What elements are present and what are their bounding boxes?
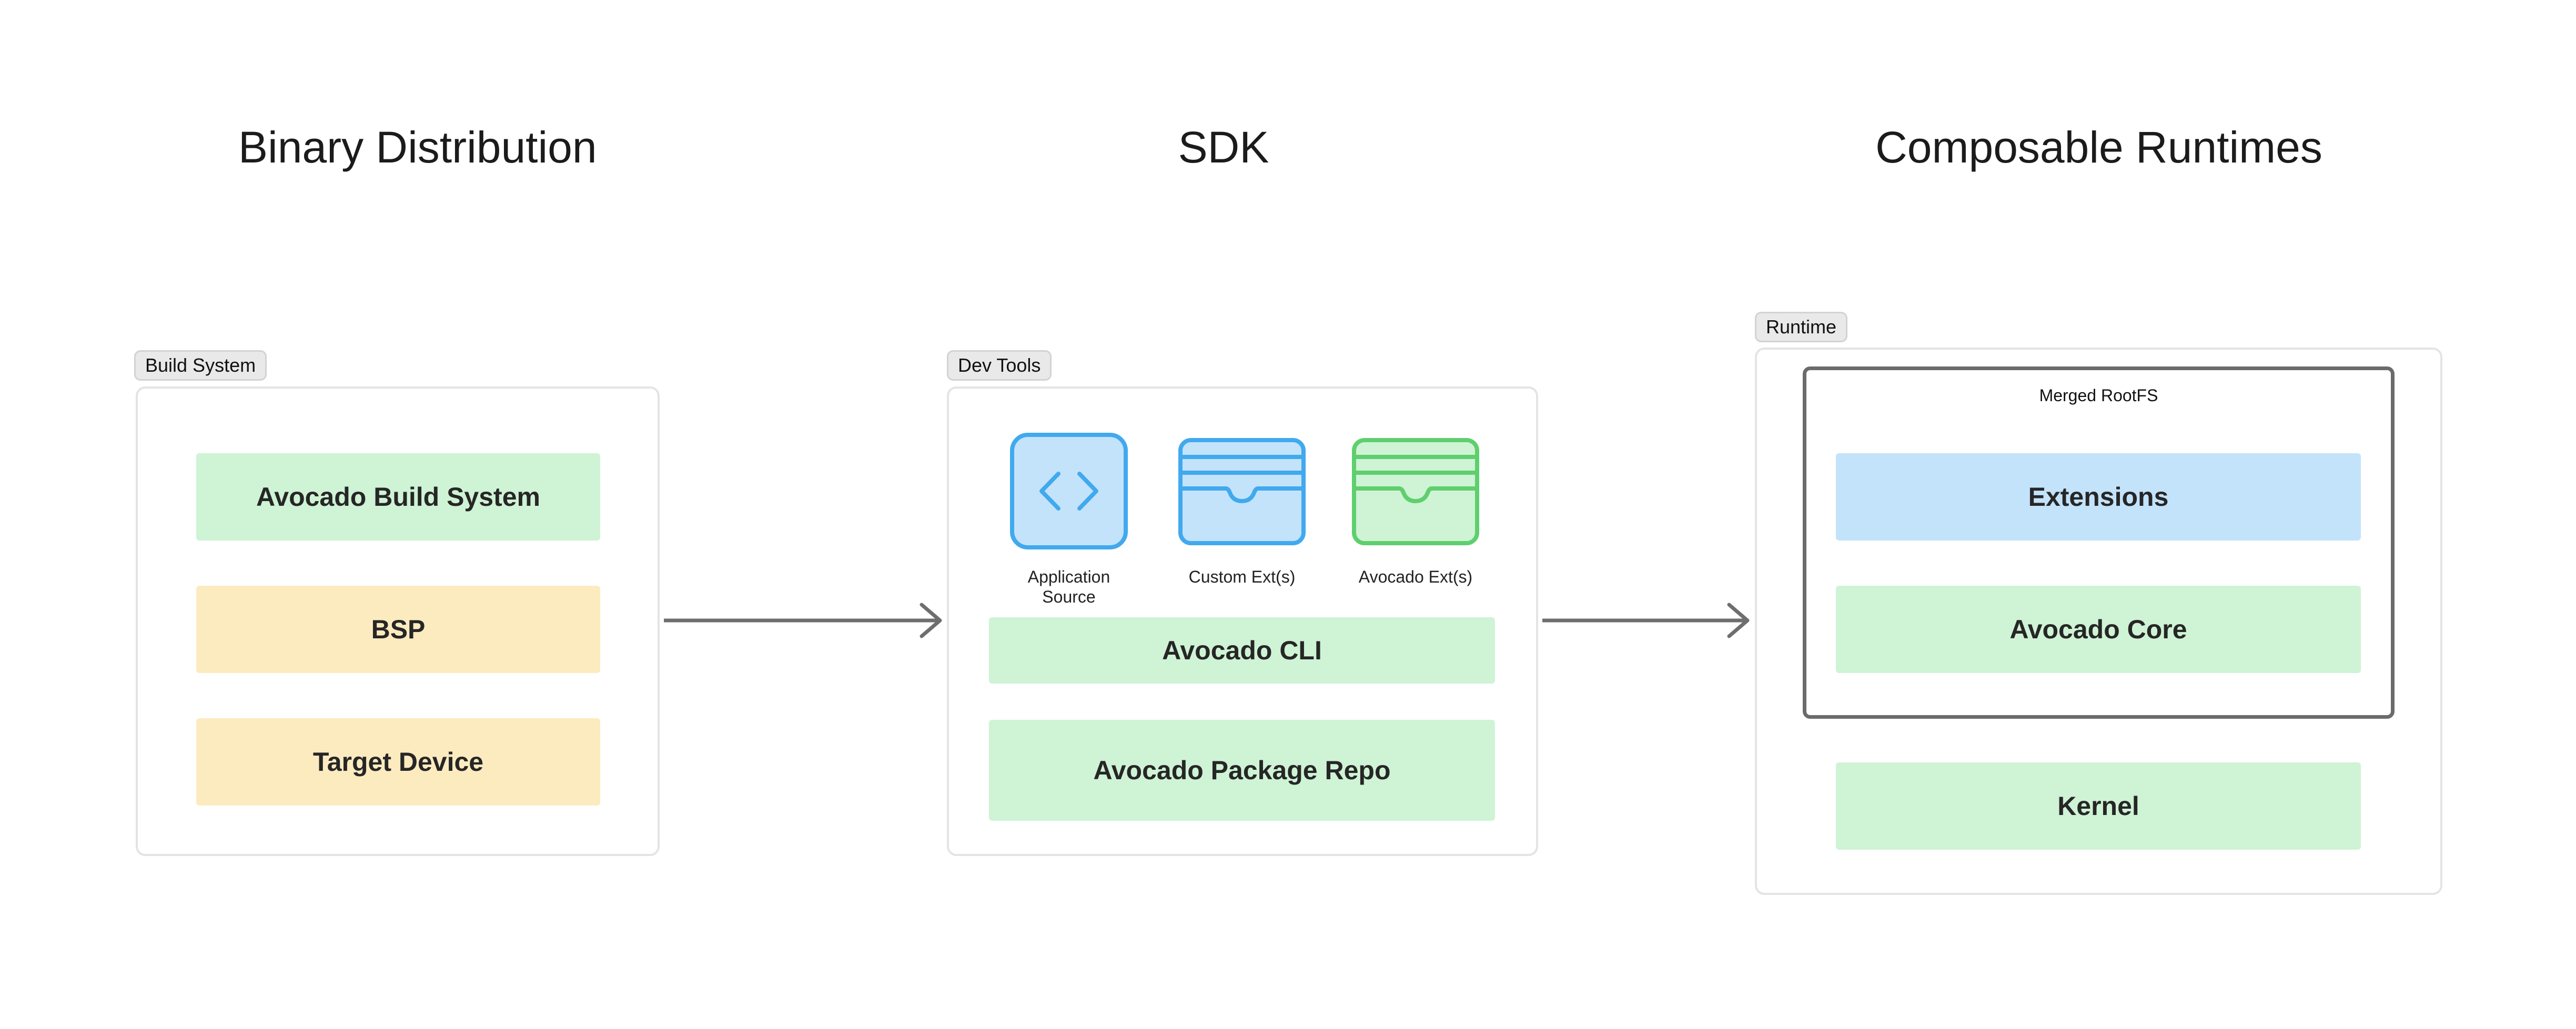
bsp-block: BSP [196,586,600,673]
merged-rootfs-container [1803,366,2395,719]
build-system-tag: Build System [134,350,267,381]
stacked-cards-icon [1178,438,1306,545]
column-title-composable-runtimes: Composable Runtimes [1875,123,2322,172]
extensions-block: Extensions [1836,453,2361,541]
code-icon [1010,433,1128,549]
avocado-core-block: Avocado Core [1836,586,2361,673]
kernel-block: Kernel [1836,762,2361,850]
merged-rootfs-label: Merged RootFS [2039,386,2158,405]
arrow-sdk-to-runtime [1542,603,1750,638]
avocado-build-system-block: Avocado Build System [196,453,600,541]
stacked-cards-icon [1352,438,1479,545]
column-title-sdk: SDK [1178,123,1269,172]
avocado-cli-block: Avocado CLI [989,617,1495,684]
arrow-build-to-sdk [664,603,942,638]
application-source-label: Application Source [1027,567,1110,607]
dev-tools-tag: Dev Tools [947,350,1052,381]
custom-ext-label: Custom Ext(s) [1188,567,1296,586]
runtime-tag: Runtime [1755,312,1848,342]
column-title-binary-distribution: Binary Distribution [238,123,597,172]
avocado-ext-label: Avocado Ext(s) [1358,567,1473,586]
target-device-block: Target Device [196,718,600,806]
avocado-package-repo-block: Avocado Package Repo [989,720,1495,821]
